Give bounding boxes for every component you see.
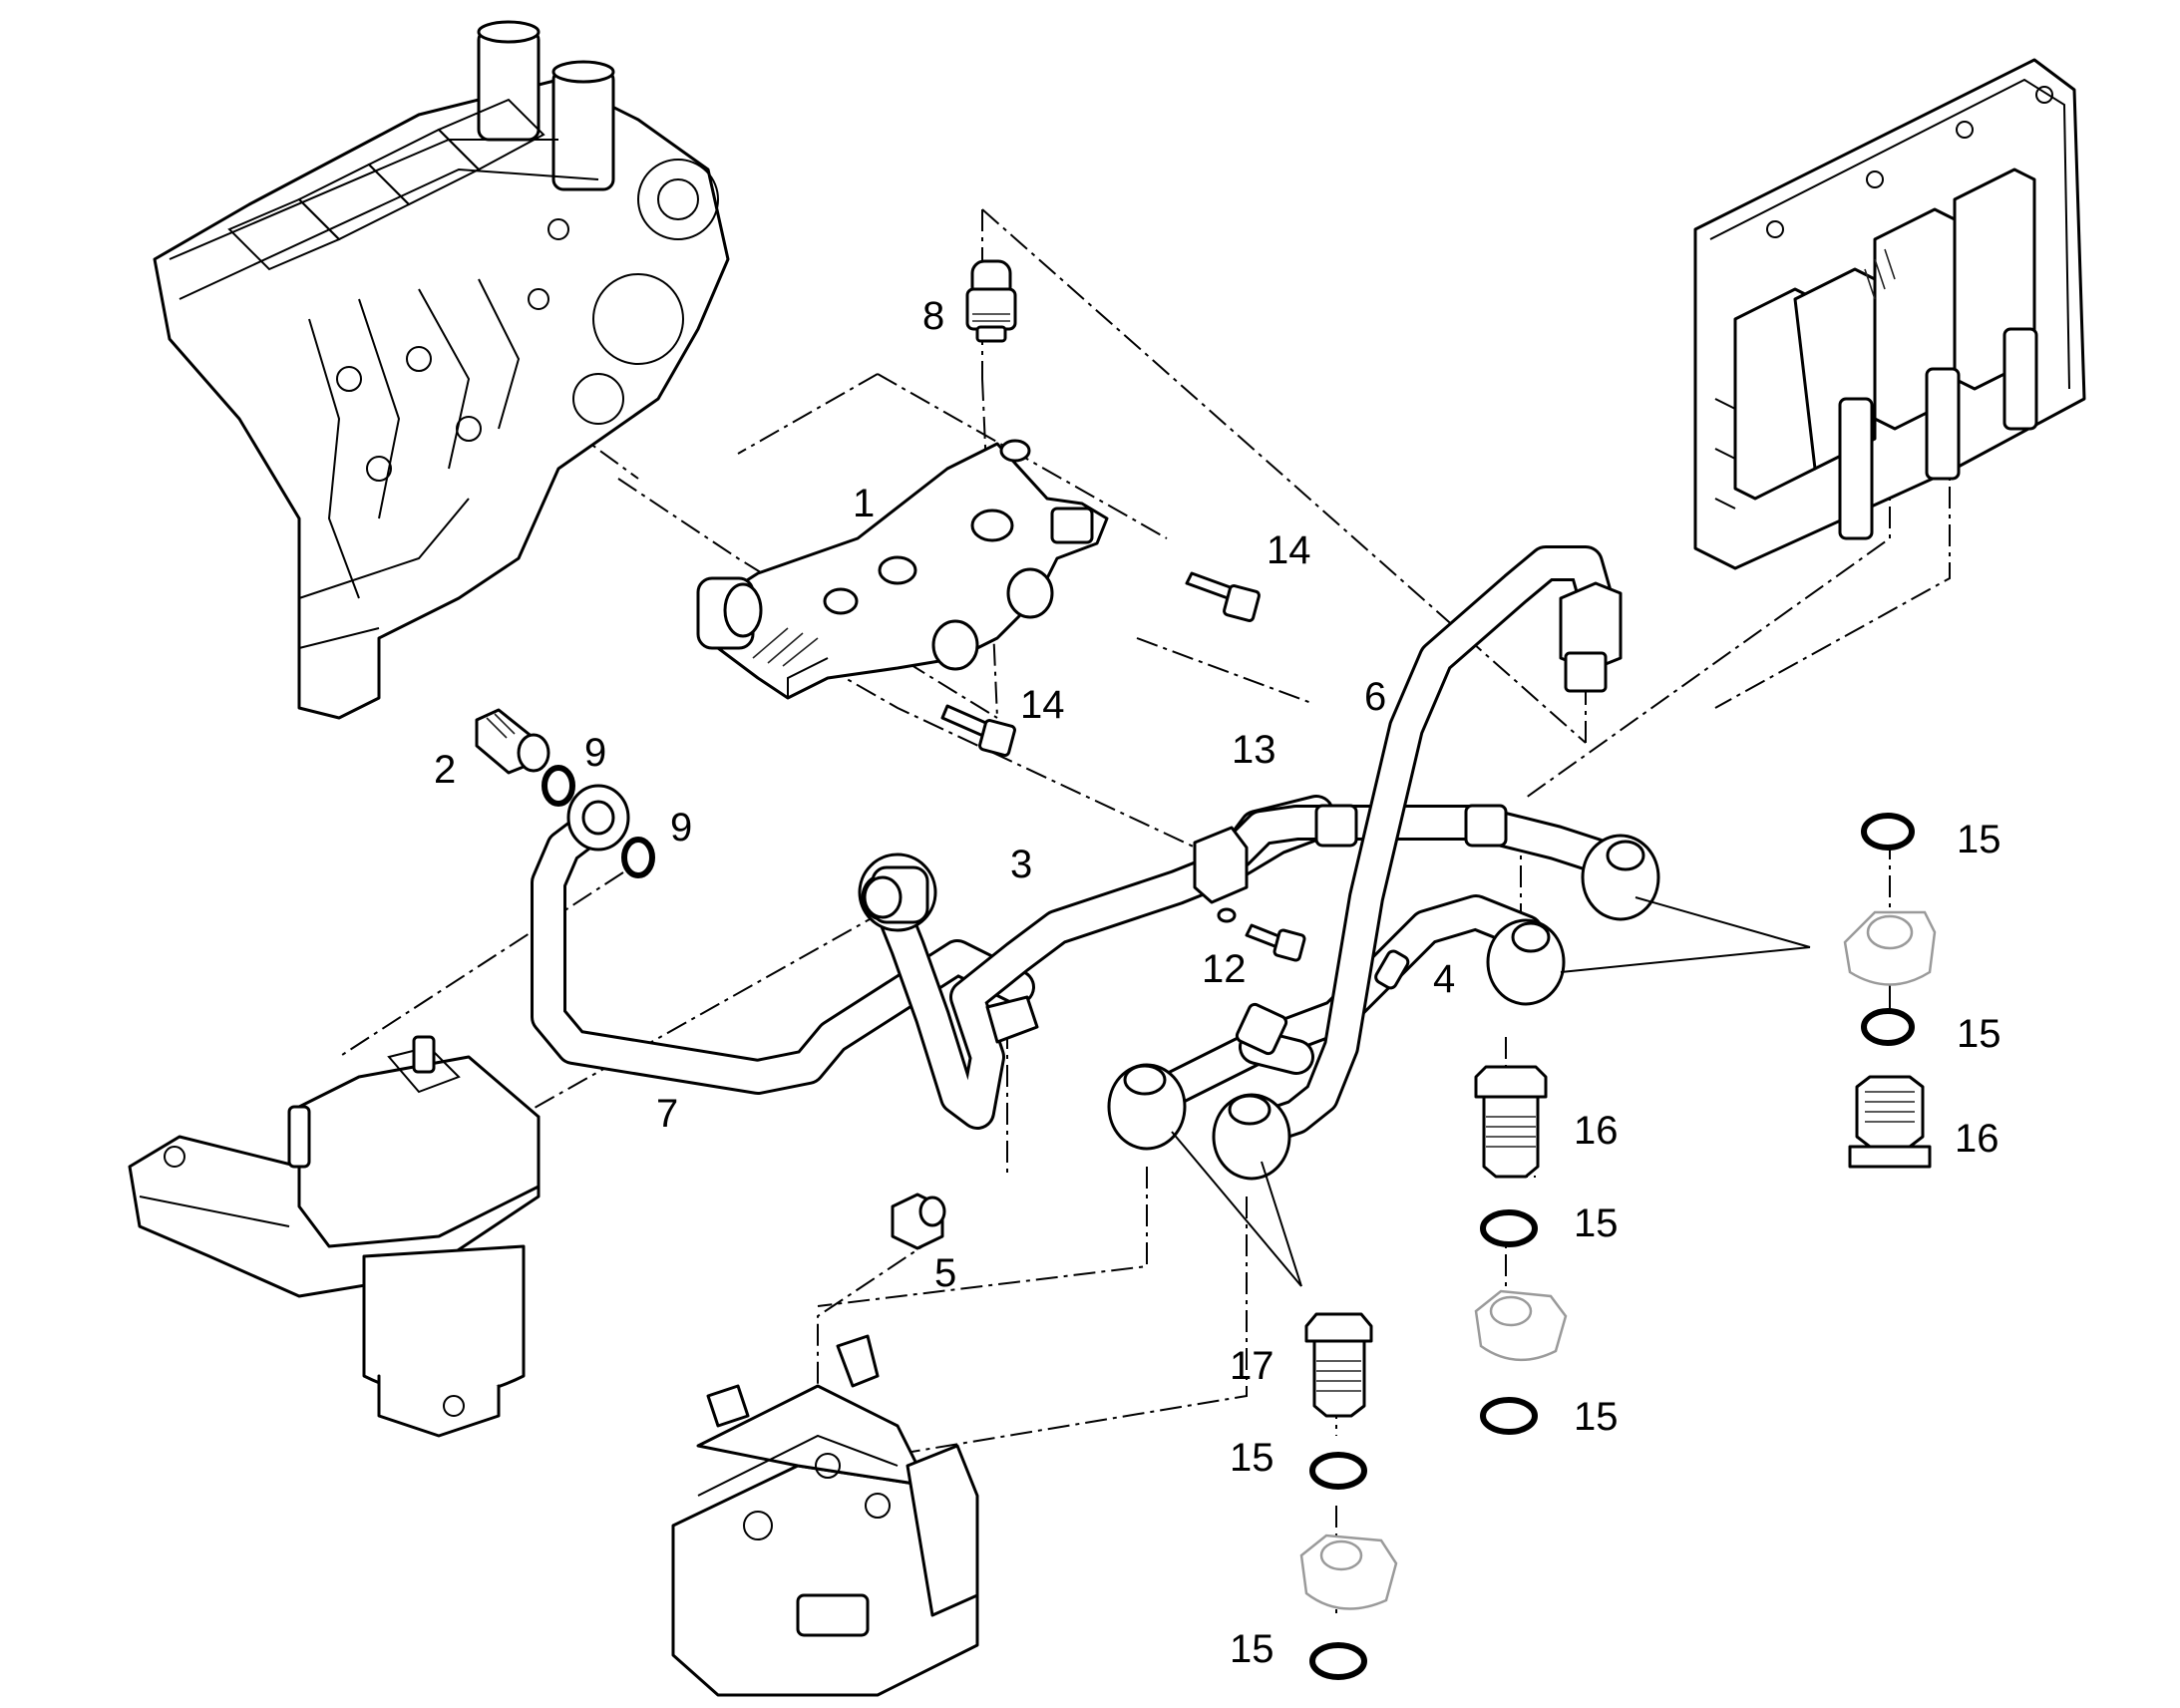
bolt-part-12 bbox=[1245, 923, 1306, 962]
callout-17: 17 bbox=[1230, 1344, 1274, 1388]
callout-16-right: 16 bbox=[1955, 1117, 1999, 1161]
callout-3: 3 bbox=[1010, 843, 1032, 886]
callout-15-right-middle: 15 bbox=[1957, 1012, 2001, 1056]
bolt-part-14-lower bbox=[940, 704, 1016, 757]
callout-8: 8 bbox=[922, 294, 944, 338]
bottom-seal-stack bbox=[1299, 1312, 1398, 1680]
fuel-line-part-6 bbox=[1219, 545, 1614, 1155]
fuel-pump-illustration bbox=[671, 1334, 979, 1697]
callout-1: 1 bbox=[853, 482, 875, 525]
seal-part-9-lower bbox=[621, 837, 655, 878]
callout-13: 13 bbox=[1232, 728, 1276, 772]
line-fittings bbox=[566, 581, 1660, 1181]
bolt-part-14-upper bbox=[1185, 571, 1261, 622]
callout-12: 12 bbox=[1202, 947, 1247, 991]
injection-module-illustration bbox=[1693, 58, 2086, 570]
fuel-filter-illustration bbox=[128, 1035, 541, 1438]
right-seal-stack bbox=[1843, 813, 1937, 1169]
callout-15-middle-top: 15 bbox=[1574, 1201, 1619, 1245]
callout-16-middle: 16 bbox=[1574, 1109, 1619, 1153]
callout-7: 7 bbox=[656, 1092, 678, 1136]
callout-9-lower: 9 bbox=[670, 806, 692, 850]
sensor-part-8 bbox=[965, 259, 1017, 343]
seal-part-9-upper bbox=[542, 765, 575, 807]
callout-15-bottom-bottom: 15 bbox=[1230, 1627, 1274, 1671]
callout-14-upper: 14 bbox=[1267, 528, 1311, 572]
callout-2: 2 bbox=[434, 748, 456, 792]
callout-labels: 1 2 3 4 5 6 7 8 9 9 12 13 14 14 15 15 15… bbox=[434, 294, 2001, 1671]
fuel-line-part-7 bbox=[531, 802, 1035, 1095]
leader-lines bbox=[1171, 896, 1811, 1287]
small-parts bbox=[475, 259, 1937, 1680]
callout-6: 6 bbox=[1364, 675, 1386, 719]
callout-15-middle-bottom: 15 bbox=[1574, 1395, 1619, 1439]
callout-15-bottom-top: 15 bbox=[1230, 1436, 1274, 1480]
fitting-part-5 bbox=[891, 1193, 946, 1250]
callout-14-lower: 14 bbox=[1020, 683, 1065, 727]
callout-9-upper: 9 bbox=[584, 731, 606, 775]
callout-15-right-top: 15 bbox=[1957, 818, 2001, 861]
callout-4: 4 bbox=[1433, 957, 1455, 1001]
middle-seal-stack bbox=[1474, 1065, 1568, 1435]
banjo-bolt-part-2 bbox=[475, 708, 550, 775]
bracket-part-1 bbox=[696, 439, 1109, 700]
engine-block-illustration bbox=[153, 20, 730, 720]
callout-5: 5 bbox=[934, 1251, 956, 1295]
